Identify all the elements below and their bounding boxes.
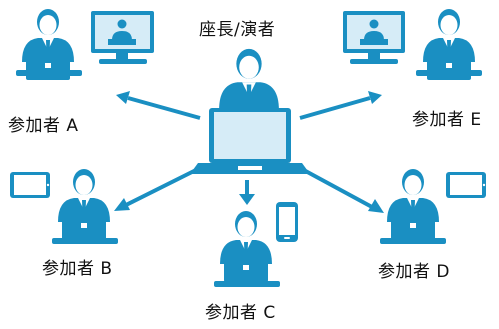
arrow-to-e	[299, 96, 371, 120]
desktop-monitor-icon	[343, 11, 405, 64]
arrow-to-b	[125, 166, 201, 207]
desktop-monitor-icon	[91, 11, 154, 64]
host-figure	[190, 48, 310, 174]
arrow-to-d	[299, 166, 373, 209]
arrows	[114, 91, 384, 213]
tablet-icon	[446, 172, 486, 198]
participant-b-figure	[52, 169, 118, 244]
participant-d-figure	[380, 169, 446, 244]
participant-c-figure	[214, 211, 280, 287]
participant-d-label: 参加者 D	[378, 262, 450, 282]
smartphone-icon	[276, 202, 298, 242]
host-label: 座長/演者	[199, 20, 276, 40]
participant-e-figure	[416, 9, 482, 80]
participant-a-figure	[16, 9, 82, 80]
participant-b-label: 参加者 B	[42, 259, 113, 279]
participant-e-label: 参加者 E	[412, 110, 482, 130]
participant-a-label: 参加者 A	[8, 116, 79, 136]
arrow-to-a	[127, 96, 201, 120]
participant-c-label: 参加者 C	[205, 303, 276, 323]
tablet-icon	[10, 172, 50, 198]
